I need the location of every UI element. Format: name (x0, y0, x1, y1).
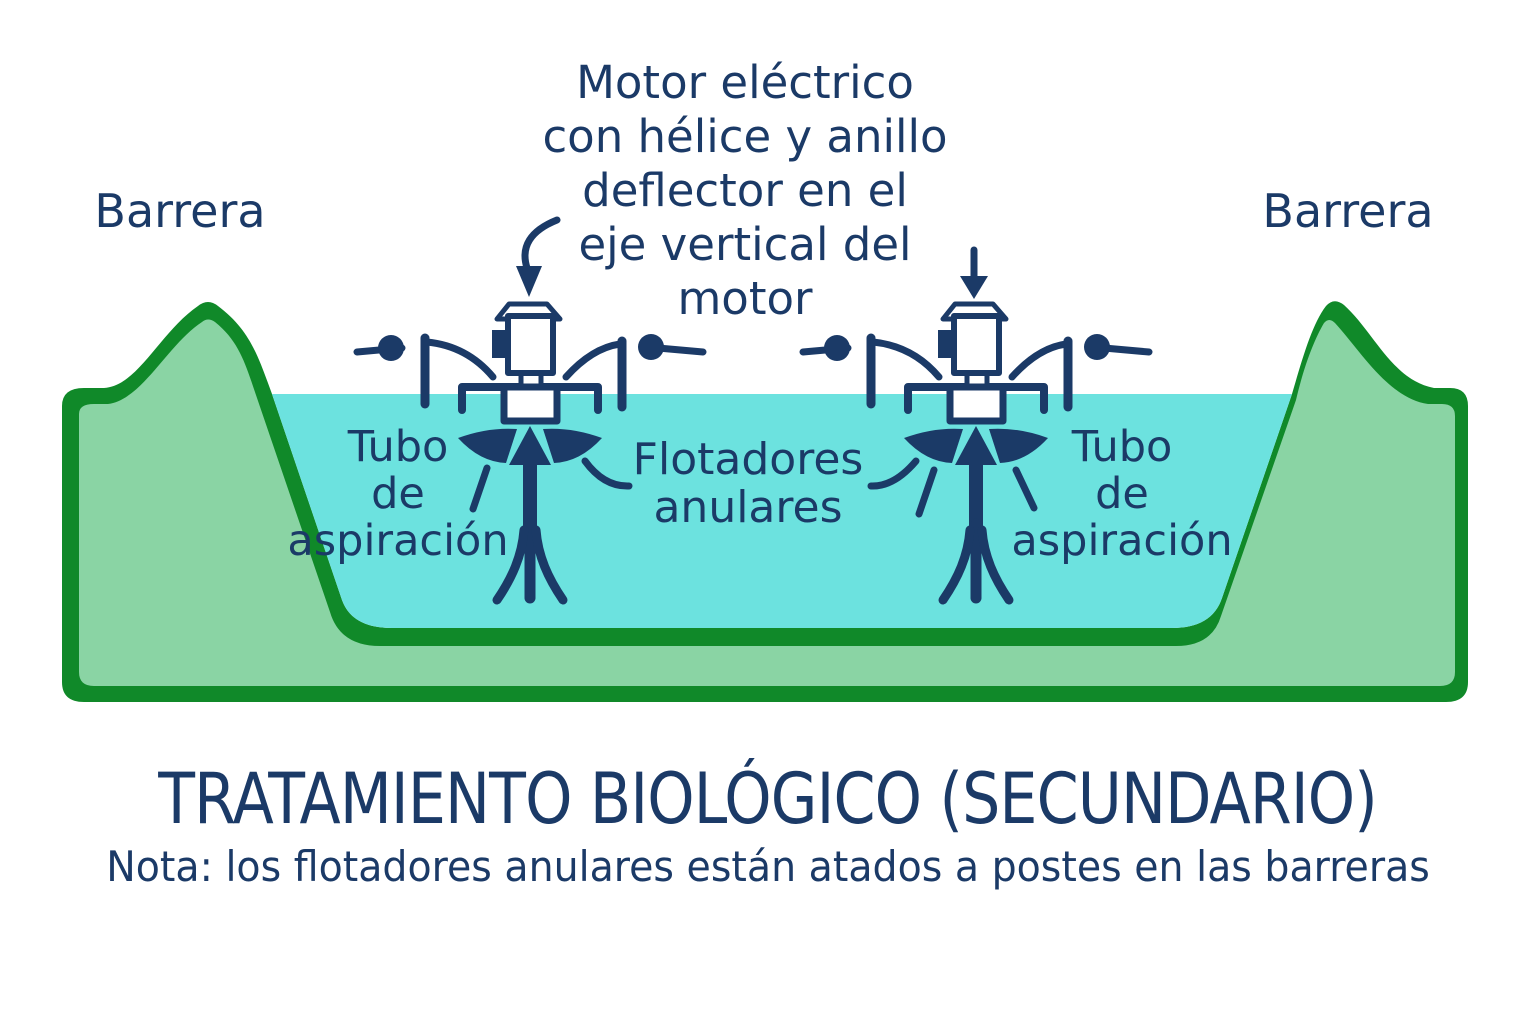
label-motor-line5: motor (677, 272, 813, 325)
leader-right-aerator-left (915, 466, 938, 518)
label-floats-line2: anulares (653, 482, 843, 533)
label-motor: Motor eléctrico con hélice y anillo defl… (490, 56, 1000, 326)
label-suction-right: Tubo de aspiración (977, 424, 1267, 565)
label-suction-left: Tubo de aspiración (253, 424, 543, 565)
label-suction-right-line2: de (1095, 469, 1149, 519)
label-motor-line3: deflector en el (582, 164, 908, 217)
ground-fill (79, 319, 1455, 686)
diagram-note-text: Nota: los flotadores anulares están atad… (106, 842, 1430, 891)
diagram-title-text: TRATAMIENTO BIOLÓGICO (SECUNDARIO) (158, 758, 1379, 840)
label-motor-line1: Motor eléctrico (576, 56, 914, 109)
diagram-title: TRATAMIENTO BIOLÓGICO (SECUNDARIO) (0, 758, 1536, 840)
label-suction-left-line3: aspiración (287, 516, 509, 566)
diagram-note: Nota: los flotadores anulares están atad… (0, 842, 1536, 891)
label-suction-right-line1: Tubo (1071, 422, 1173, 472)
label-floats-line1: Flotadores (632, 434, 864, 485)
label-suction-left-line2: de (371, 469, 425, 519)
label-barrier-left: Barrera (94, 184, 266, 238)
label-suction-right-line3: aspiración (1011, 516, 1233, 566)
label-motor-line2: con hélice y anillo (542, 110, 948, 163)
down-arrow-head-icon (960, 276, 988, 299)
label-floats: Flotadores anulares (598, 436, 898, 532)
leader-suction-left (469, 464, 491, 513)
leader-floats-right (867, 457, 920, 490)
leader-floats-left (581, 457, 633, 490)
label-barrier-right: Barrera (1262, 184, 1434, 238)
curved-arrow-icon (521, 216, 561, 272)
curved-arrow-head-icon (516, 266, 542, 297)
leader-suction-right (1012, 466, 1038, 512)
label-suction-left-line1: Tubo (347, 422, 449, 472)
label-motor-line4: eje vertical del (578, 218, 912, 271)
